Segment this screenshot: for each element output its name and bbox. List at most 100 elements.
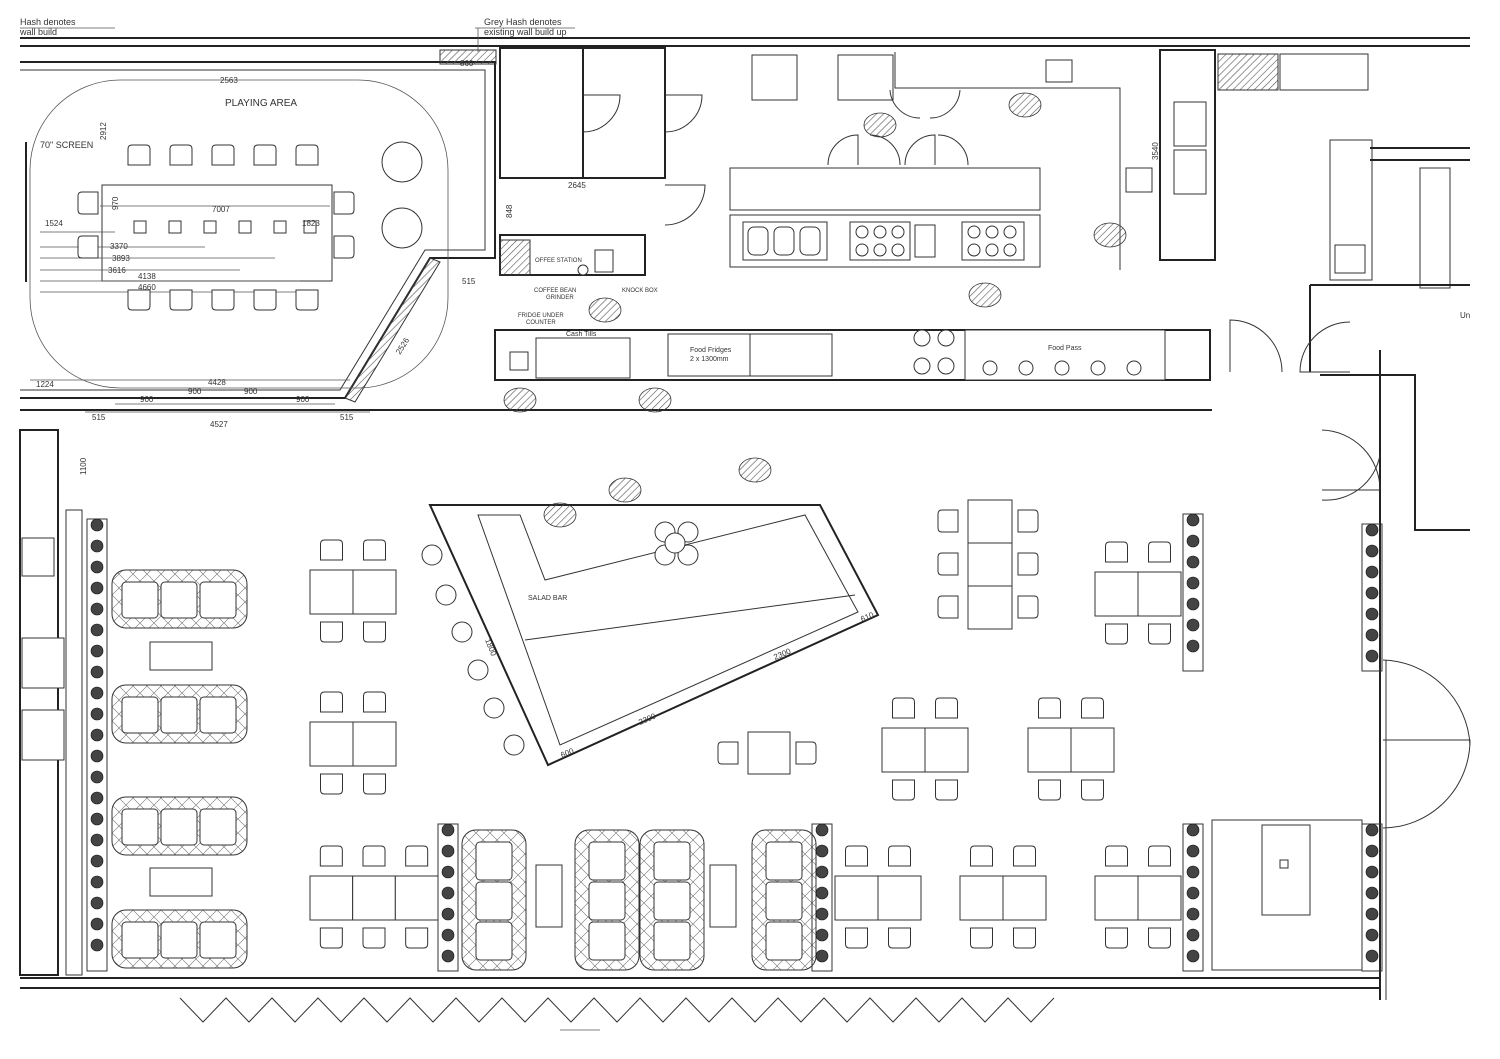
- dim-3616: 3616: [108, 266, 126, 275]
- plant: [90, 518, 104, 532]
- table-marker: [133, 220, 147, 234]
- chair: [1148, 541, 1171, 563]
- food-fridges-label-2: 2 x 1300mm: [690, 356, 729, 363]
- notes: Hash denotes wall build Grey Hash denote…: [19, 17, 575, 52]
- plant: [1365, 628, 1379, 642]
- plant: [90, 560, 104, 574]
- dining-table: [1027, 727, 1072, 773]
- edge-label: Un: [1460, 311, 1470, 320]
- dim-515-top: 515: [462, 277, 476, 286]
- sofas: [111, 569, 817, 971]
- person-figure: [588, 297, 622, 323]
- plant: [1186, 513, 1200, 527]
- dim-2300-b: 2300: [637, 711, 657, 726]
- fridge-label-1: FRIDGE UNDER: [518, 313, 564, 319]
- plant: [1365, 865, 1379, 879]
- hob-ring: [873, 225, 887, 239]
- plant: [1186, 949, 1200, 963]
- chair: [1148, 623, 1171, 645]
- chair: [319, 927, 343, 949]
- chair: [1017, 595, 1039, 619]
- dim-1524: 1524: [45, 219, 63, 228]
- sofa-cushion: [160, 808, 198, 846]
- plant: [1365, 649, 1379, 663]
- sofa-cushion: [475, 921, 513, 961]
- sofa-cushion: [765, 881, 803, 921]
- dim-1800: 1800: [483, 637, 498, 657]
- plant: [90, 812, 104, 826]
- dim-3540: 3540: [1151, 142, 1160, 160]
- right-rooms: Un: [1211, 139, 1471, 971]
- dining-table: [309, 875, 354, 921]
- dining-table: [967, 499, 1013, 544]
- plant: [90, 938, 104, 952]
- bar-stool: [467, 659, 489, 681]
- plant: [90, 665, 104, 679]
- bar-stool: [435, 584, 457, 606]
- dim-4527: 4527: [210, 420, 228, 429]
- chair: [362, 927, 386, 949]
- dim-1823: 1823: [302, 219, 320, 228]
- front-counter: Cash Tills Food Fridges 2 x 1300mm Food …: [494, 329, 1211, 381]
- plant: [1186, 907, 1200, 921]
- dining-table: [309, 721, 354, 767]
- coffee-grinder-label-1: COFFEE BEAN: [534, 288, 576, 294]
- plant: [441, 928, 455, 942]
- chair: [253, 144, 277, 166]
- chair: [970, 845, 993, 867]
- person-figure: [503, 387, 537, 413]
- dim-7007: 7007: [212, 205, 230, 214]
- coffee-table: [149, 641, 213, 671]
- plant: [1365, 844, 1379, 858]
- bar-stool: [421, 544, 443, 566]
- chair: [320, 773, 343, 795]
- dim-900-c: 900: [244, 387, 258, 396]
- hatched-wall-segment: [439, 49, 497, 65]
- chair: [127, 289, 151, 311]
- chair: [333, 235, 355, 259]
- salad-bar: SALAD BAR 2300 2300 1800 600 610: [428, 504, 880, 767]
- salad-bar-label: SALAD BAR: [528, 595, 567, 602]
- left-machines: [19, 429, 737, 976]
- sofa-cushion: [199, 921, 237, 959]
- plant: [90, 539, 104, 553]
- dining-table: [1070, 727, 1115, 773]
- food-fridges-label-1: Food Fridges: [690, 347, 732, 354]
- chair: [1038, 779, 1061, 801]
- dim-515-right: 515: [340, 413, 354, 422]
- grill: [914, 224, 936, 258]
- stool: [982, 360, 998, 376]
- plant: [1365, 565, 1379, 579]
- stool: [1126, 360, 1142, 376]
- dim-515-left: 515: [92, 413, 106, 422]
- plant: [1365, 544, 1379, 558]
- dining-table: [1002, 875, 1047, 921]
- burner: [913, 357, 931, 375]
- plant: [90, 917, 104, 931]
- sofa-cushion: [121, 696, 159, 734]
- plant: [1365, 523, 1379, 537]
- person-figure: [1093, 222, 1127, 248]
- plant: [815, 907, 829, 921]
- person-figure: [863, 112, 897, 138]
- bifold-doors: [179, 997, 1055, 1023]
- hatched-diagonal-wall: [344, 257, 441, 403]
- chair: [295, 144, 319, 166]
- plant: [1186, 618, 1200, 632]
- dining-table: [834, 875, 879, 921]
- cash-tills-area: [535, 337, 631, 379]
- chair: [1148, 845, 1171, 867]
- food-fridge-left: [667, 333, 751, 377]
- dining-table: [1094, 571, 1139, 617]
- chair: [888, 845, 911, 867]
- chair: [937, 595, 959, 619]
- plant: [90, 770, 104, 784]
- plant: [1365, 907, 1379, 921]
- person-figure: [608, 477, 642, 503]
- plant: [90, 791, 104, 805]
- sink-bowl: [747, 226, 769, 256]
- burner: [937, 329, 955, 347]
- planters: [86, 513, 1383, 972]
- chair: [1038, 697, 1061, 719]
- hob-ring: [985, 243, 999, 257]
